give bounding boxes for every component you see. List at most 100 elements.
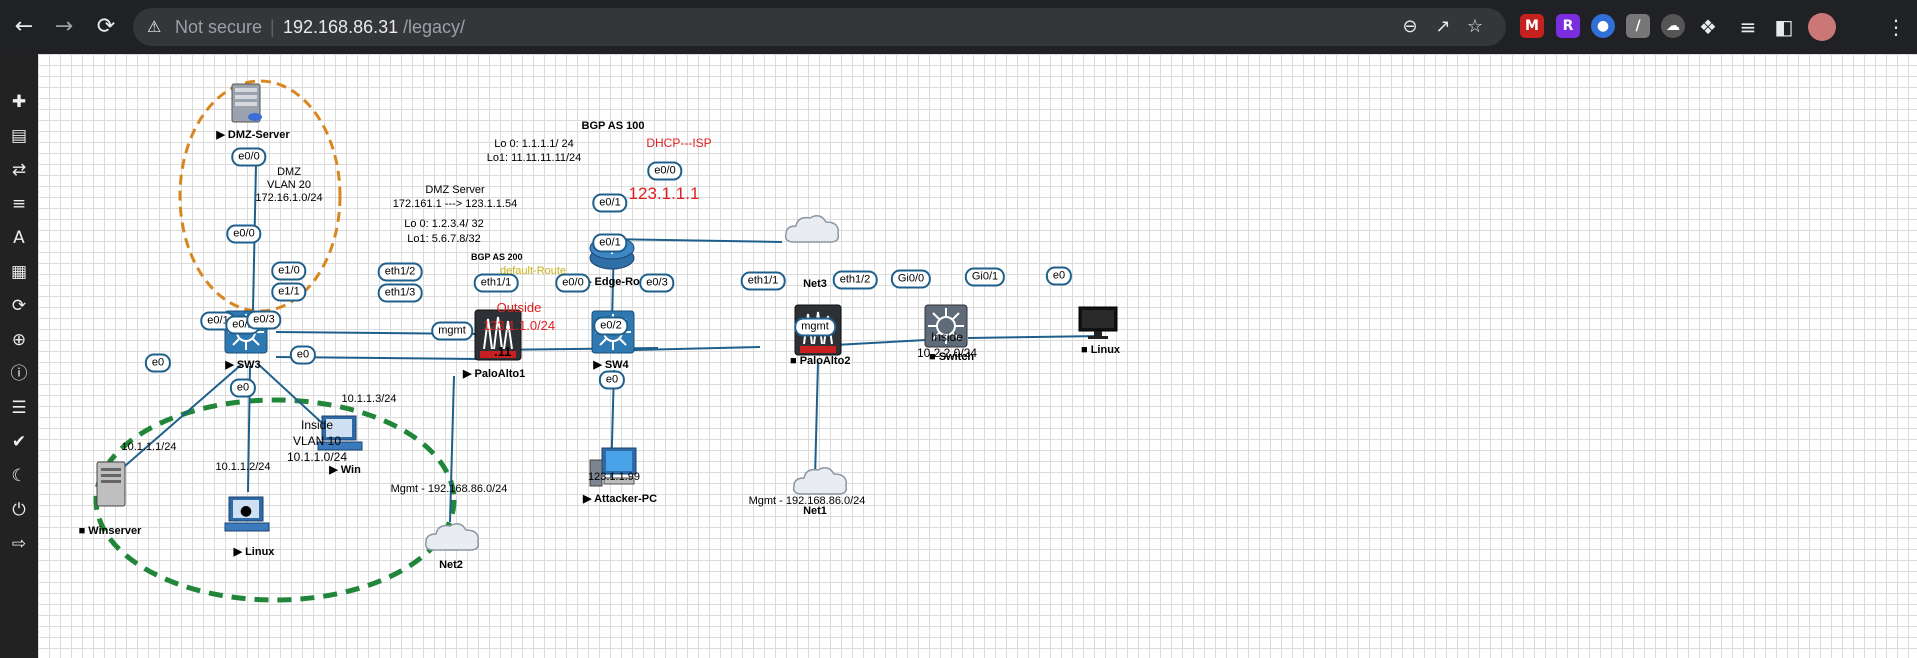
monitor-icon[interactable]	[1078, 306, 1118, 347]
back-icon[interactable]: ←	[14, 14, 34, 39]
zoom-icon[interactable]: ⊕	[11, 330, 27, 350]
server-icon[interactable]	[230, 82, 262, 129]
topology-links	[93, 79, 1103, 603]
port-label[interactable]: e0/0	[647, 161, 683, 181]
list-icon[interactable]: ☰	[11, 398, 27, 418]
node-label-switch[interactable]: ■ Switch	[929, 351, 975, 363]
node-label-net3[interactable]: Net3	[803, 278, 827, 290]
port-label[interactable]: e0/2	[593, 316, 629, 336]
node-label-winserver[interactable]: ■ Winserver	[78, 525, 142, 537]
port-label[interactable]: e1/1	[271, 282, 307, 302]
port-label[interactable]: e0	[289, 345, 317, 365]
power-icon[interactable]: ⏻	[12, 500, 26, 520]
r-extension-icon[interactable]: R	[1556, 14, 1580, 38]
media-queue-icon[interactable]: ≡	[1739, 15, 1757, 39]
menu-kebab-icon[interactable]: ⋮	[1886, 15, 1906, 39]
dmz-server-title: DMZ Server	[425, 184, 485, 196]
port-label[interactable]: e0/0	[555, 273, 591, 293]
port-label[interactable]: e0/0	[226, 224, 262, 244]
zoom-out-icon[interactable]: ⊖	[1402, 16, 1418, 37]
topology-canvas[interactable]: ▶ DMZ-Server ▶ SW3 ■ Winserver ● ▶ Linux…	[38, 54, 1917, 658]
attacker-pc-icon[interactable]	[588, 446, 638, 493]
port-label[interactable]: e0	[1045, 266, 1073, 286]
url-path[interactable]: /legacy/	[403, 17, 466, 37]
node-label-attacker-pc[interactable]: ▶ Attacker-PC	[583, 493, 658, 505]
grey-extension-icon[interactable]: /	[1626, 14, 1650, 38]
port-label[interactable]: e0	[598, 370, 626, 390]
refresh-icon[interactable]: ⟳	[11, 296, 27, 316]
node-label-win[interactable]: ▶ Win	[329, 464, 361, 476]
gmail-extension-icon[interactable]: M	[1520, 14, 1544, 38]
node-label-net1[interactable]: Net1	[803, 505, 827, 517]
port-label[interactable]: e0/1	[592, 193, 628, 213]
avatar[interactable]	[1808, 13, 1836, 41]
windows-pc-icon[interactable]	[316, 414, 364, 459]
swap-icon[interactable]: ⇄	[11, 160, 27, 180]
cloud-icon[interactable]	[790, 464, 852, 505]
port-label[interactable]: e0/1	[200, 311, 236, 331]
port-label[interactable]: eth1/2	[832, 270, 878, 290]
reload-icon[interactable]: ⟳	[96, 14, 116, 39]
port-label[interactable]: e0/1	[592, 233, 628, 253]
moon-icon[interactable]: ☾	[11, 466, 27, 486]
node-label-edge-router[interactable]: ▶ Edge-Rou	[583, 275, 646, 288]
l3-switch-icon[interactable]	[924, 304, 968, 353]
share-icon[interactable]: ↗	[1435, 16, 1451, 37]
cloud-icon[interactable]	[782, 212, 844, 253]
text-align-icon[interactable]: ≡	[11, 194, 27, 214]
node-label-sw3[interactable]: ▶ SW3	[225, 359, 261, 371]
firewall-icon[interactable]	[474, 309, 522, 366]
port-label[interactable]: eth1/3	[377, 283, 423, 303]
sw3-name: SW3	[236, 359, 261, 371]
port-label[interactable]: eth1/2	[377, 262, 423, 282]
node-label-paloalto1[interactable]: ▶ PaloAlto1	[463, 368, 526, 380]
blue-extension-icon[interactable]: ●	[1591, 14, 1615, 38]
linux-pc-icon[interactable]: ●	[223, 495, 271, 540]
node-label-net2[interactable]: Net2	[439, 559, 463, 571]
side-panel-icon[interactable]: ◧	[1774, 15, 1794, 39]
info-icon[interactable]: ⓘ	[10, 364, 28, 384]
port-label[interactable]: eth1/1	[473, 273, 519, 293]
cloud-extension-icon[interactable]: ☁	[1661, 14, 1685, 38]
port-label[interactable]: e0	[229, 378, 257, 398]
port-label[interactable]: e0	[144, 353, 172, 373]
node-label-sw4[interactable]: ▶ SW4	[593, 359, 629, 371]
text-icon[interactable]: A	[13, 228, 25, 248]
link-pa1-net2	[449, 375, 455, 523]
port-label[interactable]: Gi0/0	[890, 269, 932, 289]
server-icon[interactable]: ▤	[10, 126, 28, 146]
address-bar[interactable]: ⚠ Not secure | 192.168.86.31 /legacy/ ⊖ …	[133, 8, 1506, 46]
dmz-server-name: DMZ-Server	[227, 129, 290, 141]
link-edge-net3	[602, 238, 783, 243]
port-label[interactable]: eth1/1	[740, 271, 786, 291]
mgmt-left-label: Mgmt - 192.168.86.0/24	[390, 483, 508, 495]
bookmark-star-icon[interactable]: ☆	[1466, 16, 1484, 37]
url-host[interactable]: 192.168.86.31	[283, 17, 399, 37]
puzzle-icon[interactable]: ❖	[1699, 15, 1717, 39]
security-status[interactable]: Not secure	[175, 17, 263, 37]
dhcp-isp-label: DHCP---ISP	[646, 136, 712, 150]
logout-icon[interactable]: ⇨	[11, 534, 27, 554]
add-icon[interactable]: ✚	[11, 92, 27, 112]
grid-icon[interactable]: ▦	[10, 262, 28, 282]
attacker-pc-name: Attacker-PC	[594, 493, 658, 505]
node-label-paloalto2[interactable]: ■ PaloAlto2	[790, 355, 851, 367]
port-label[interactable]: e0/0	[231, 147, 267, 167]
port-label[interactable]: Gi0/1	[964, 267, 1006, 287]
server-tower-icon[interactable]	[95, 460, 127, 513]
paloalto2-name: PaloAlto2	[799, 355, 851, 367]
cloud-icon[interactable]	[422, 520, 484, 561]
node-label-linux-right[interactable]: ■ Linux	[1081, 344, 1121, 356]
port-label[interactable]: e0/3	[246, 310, 282, 330]
check-icon[interactable]: ✔	[11, 432, 27, 452]
link-sw3-winserver	[117, 363, 243, 473]
warning-icon[interactable]: ⚠	[147, 17, 162, 36]
node-label-linux-inside[interactable]: ▶ Linux	[233, 546, 275, 558]
port-label[interactable]: e1/0	[271, 261, 307, 281]
port-label[interactable]: e0/3	[639, 273, 675, 293]
forward-icon[interactable]: →	[54, 14, 74, 39]
node-label-dmz-server[interactable]: ▶ DMZ-Server	[216, 129, 290, 141]
winserver-ip-label: 10.1.1.1/24	[121, 441, 177, 453]
port-label[interactable]: mgmt	[431, 321, 473, 341]
port-label[interactable]: mgmt	[794, 317, 836, 337]
